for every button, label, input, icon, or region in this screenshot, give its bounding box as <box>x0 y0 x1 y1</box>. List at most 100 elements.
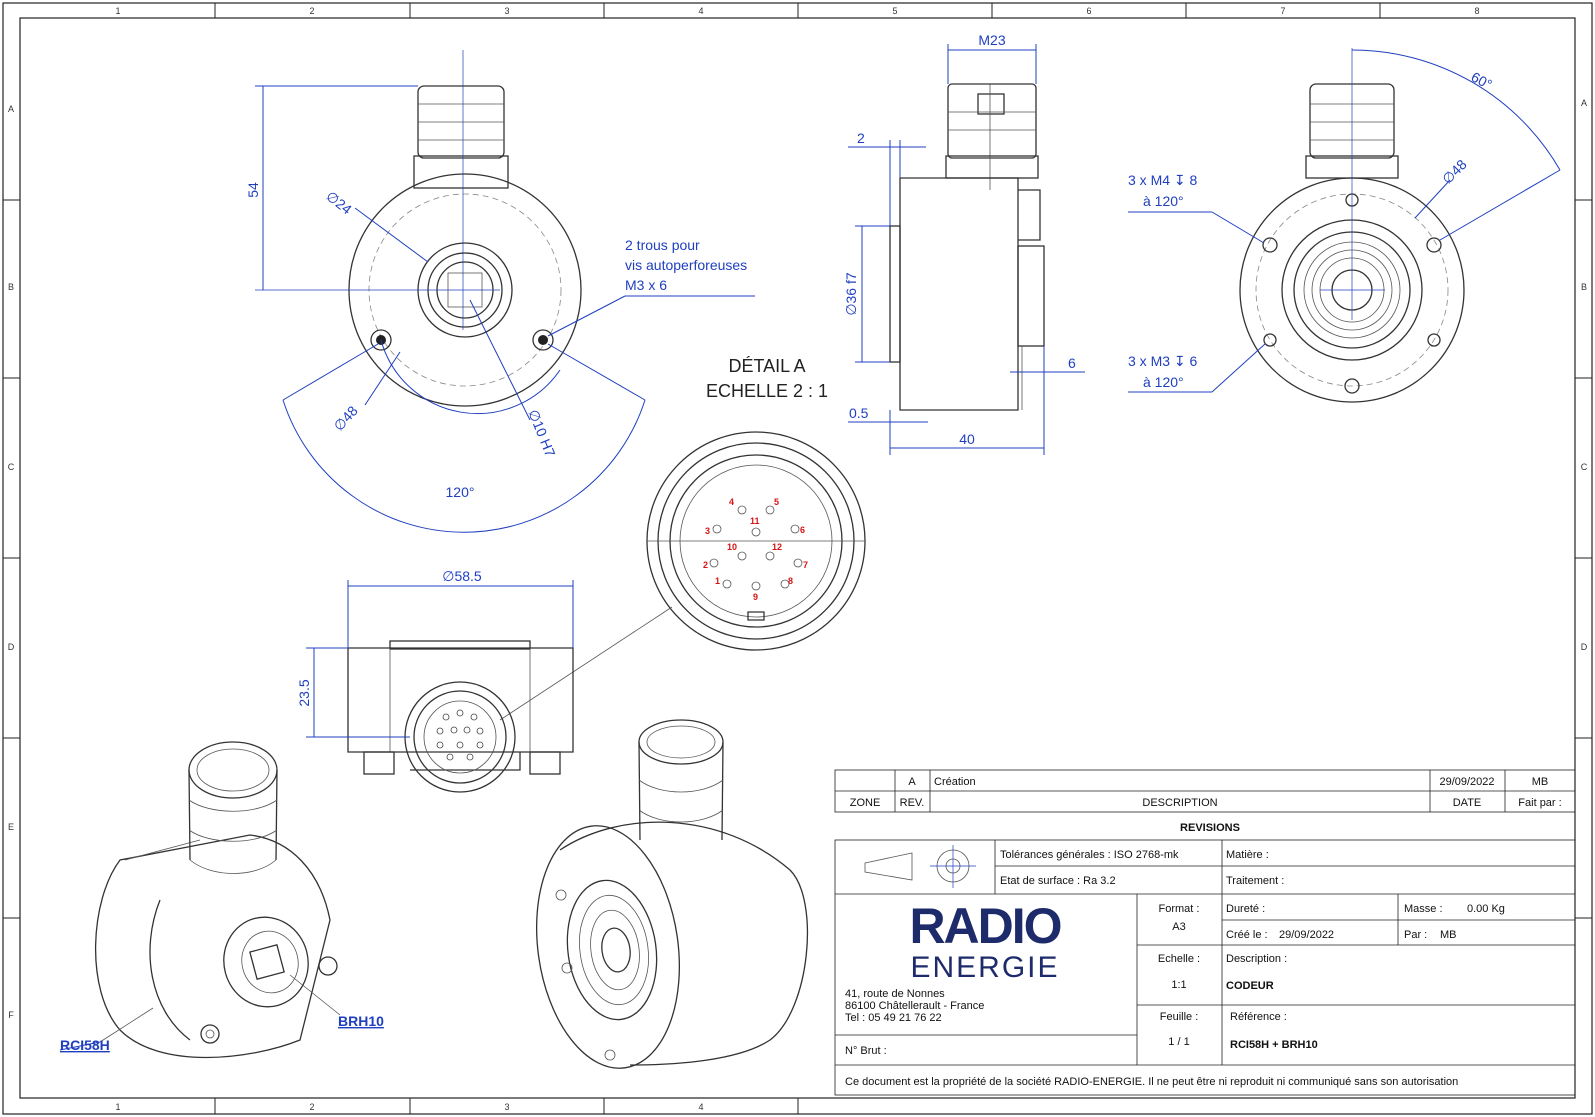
dim-angle-120: 120° <box>446 484 475 500</box>
front-view: 54 ∅24 2 trous pour vis autoperforeuses … <box>245 50 755 533</box>
pin-label: 10 <box>727 542 737 552</box>
pin-label: 9 <box>753 592 758 602</box>
company-address-1: 41, route de Nonnes <box>845 988 945 1000</box>
pin-label: 3 <box>705 526 710 536</box>
col-label: 4 <box>698 1102 703 1112</box>
detail-pins <box>709 505 803 591</box>
row-label: E <box>8 822 14 832</box>
material-label: Matière : <box>1226 849 1269 861</box>
mass-value: 0.00 Kg <box>1467 903 1505 915</box>
reference-value: RCI58H + BRH10 <box>1230 1039 1318 1051</box>
title-block: A Création 29/09/2022 MB ZONE REV. DESCR… <box>834 769 1576 1096</box>
pin-label: 11 <box>750 516 760 526</box>
logo-radio: RADIO <box>909 898 1060 954</box>
mass-label: Masse : <box>1404 903 1443 915</box>
revisions-title: REVISIONS <box>1180 822 1240 834</box>
rev-description: Création <box>934 776 976 788</box>
pin-label: 2 <box>703 560 708 570</box>
hdr-date: DATE <box>1453 797 1482 809</box>
row-label: A <box>8 104 14 114</box>
col-label: 3 <box>504 1102 509 1112</box>
dim-d24: ∅24 <box>323 188 355 218</box>
holes-note-2: vis autoperforeuses <box>625 257 747 273</box>
surface-finish: Etat de surface : Ra 3.2 <box>1000 875 1116 887</box>
rev-date: 29/09/2022 <box>1439 776 1494 788</box>
dim-m23: M23 <box>978 32 1005 48</box>
by-label: Par : <box>1404 929 1427 941</box>
dim-d48-front: ∅48 <box>330 403 361 435</box>
created-value: 29/09/2022 <box>1279 929 1334 941</box>
footer-note: Ce document est la propriété de la socié… <box>845 1076 1458 1088</box>
dim-54: 54 <box>245 182 261 198</box>
scale-value: 1:1 <box>1171 979 1186 991</box>
row-label: D <box>1581 642 1588 652</box>
row-label: B <box>1581 282 1587 292</box>
scale-label: Echelle : <box>1158 953 1200 965</box>
by-value: MB <box>1440 929 1457 941</box>
rev-author: MB <box>1532 776 1549 788</box>
company-logo: RADIO ENERGIE <box>909 898 1062 984</box>
sheet-label: Feuille : <box>1160 1011 1199 1023</box>
back-view: 60° ∅48 3 x M4 ↧ 8 à 120° 3 x M3 ↧ 6 à 1… <box>1128 48 1561 403</box>
dim-d36: ∅36 f7 <box>843 272 859 316</box>
dim-bore: ∅10 H7 <box>525 407 558 459</box>
detail-title-label: DÉTAIL A <box>728 356 805 376</box>
bottom-view: ∅58.5 23.5 <box>296 568 574 793</box>
hdr-author: Fait par : <box>1518 797 1561 809</box>
col-label: 4 <box>698 6 703 16</box>
dim-40: 40 <box>959 431 975 447</box>
logo-energie: ENERGIE <box>910 951 1059 984</box>
col-label: 1 <box>115 6 120 16</box>
detail-a-connector: 1 2 3 4 5 6 7 8 9 10 11 12 <box>499 431 866 721</box>
detail-scale-label: ECHELLE 2 : 1 <box>706 381 828 401</box>
company-phone: Tel : 05 49 21 76 22 <box>845 1012 942 1024</box>
m4-note-1: 3 x M4 ↧ 8 <box>1128 172 1198 188</box>
m3-note-2: à 120° <box>1143 374 1184 390</box>
description-label: Description : <box>1226 953 1287 965</box>
pin-label: 5 <box>774 497 779 507</box>
dim-d48-back: ∅48 <box>1439 156 1470 187</box>
gross-number-label: N° Brut : <box>845 1045 887 1057</box>
row-label: C <box>1581 462 1588 472</box>
callout-rci58h: RCI58H <box>60 1037 110 1053</box>
col-label: 7 <box>1280 6 1285 16</box>
row-label: D <box>8 642 15 652</box>
dim-2: 2 <box>857 130 865 146</box>
pin-label: 6 <box>800 525 805 535</box>
pin-label: 7 <box>803 560 808 570</box>
col-label: 3 <box>504 6 509 16</box>
m3-note-1: 3 x M3 ↧ 6 <box>1128 353 1198 369</box>
row-label: C <box>8 462 15 472</box>
col-label: 2 <box>309 1102 314 1112</box>
format-label: Format : <box>1159 903 1200 915</box>
iso-view-left: RCI58H BRH10 <box>59 741 384 1059</box>
created-label: Créé le : <box>1226 929 1268 941</box>
callout-brh10: BRH10 <box>338 1013 384 1029</box>
col-label: 1 <box>115 1102 120 1112</box>
tolerances: Tolérances générales : ISO 2768-mk <box>1000 849 1179 861</box>
hdr-rev: REV. <box>900 797 925 809</box>
format-value: A3 <box>1172 921 1185 933</box>
holes-note-3: M3 x 6 <box>625 277 667 293</box>
pin-label: 12 <box>772 542 782 552</box>
holes-note-1: 2 trous pour <box>625 237 700 253</box>
description-value: CODEUR <box>1226 980 1274 992</box>
pin-label: 4 <box>729 497 734 507</box>
hdr-description: DESCRIPTION <box>1142 797 1217 809</box>
treatment-label: Traitement : <box>1226 875 1284 887</box>
dim-05: 0.5 <box>849 405 869 421</box>
pin-label: 8 <box>788 576 793 586</box>
detail-title: DÉTAIL A ECHELLE 2 : 1 <box>706 356 828 401</box>
pin-label: 1 <box>715 576 720 586</box>
hardness-label: Dureté : <box>1226 903 1265 915</box>
dim-angle-60: 60° <box>1469 69 1495 93</box>
dim-d585: ∅58.5 <box>442 568 482 584</box>
m4-note-2: à 120° <box>1143 193 1184 209</box>
row-label: B <box>8 282 14 292</box>
reference-label: Référence : <box>1230 1011 1287 1023</box>
col-label: 5 <box>892 6 897 16</box>
row-label: A <box>1581 98 1587 108</box>
col-label: 2 <box>309 6 314 16</box>
